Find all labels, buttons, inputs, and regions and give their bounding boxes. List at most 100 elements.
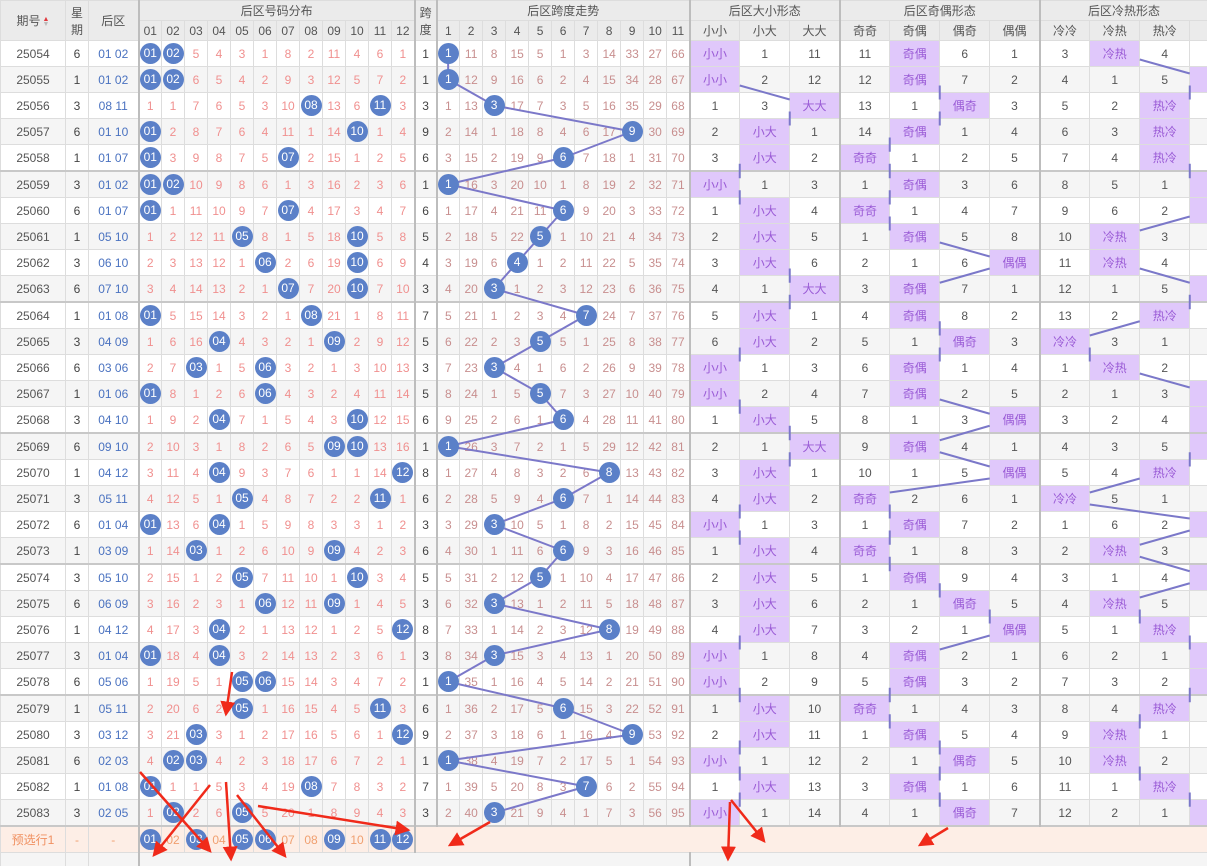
back-numbers-cell: 09 10 [88,432,139,460]
ch-cell-cut [1189,118,1207,145]
preselect-ball-selected[interactable]: 06 [254,829,276,850]
trend-cell: 21 [597,223,622,250]
number-ball: 06 [254,383,276,404]
trend-cell: 1 [620,144,645,172]
dist-cell: 18 [322,223,346,250]
column-header-issue[interactable]: 期号▲▼ [0,0,66,41]
dist-col-header: 11 [368,20,392,41]
dist-cell: 1 [299,799,323,827]
dist-cell: 03 [184,537,208,565]
dist-cell: 01 [137,66,162,93]
dist-cell: 11 [299,590,323,617]
preselect-number-cell[interactable]: 10 [345,825,369,853]
preselect-ball-selected[interactable]: 01 [140,829,161,850]
trend-cell: 9 [482,66,507,93]
trend-cell: 9 [528,144,553,172]
preselect-number-cell[interactable]: 09 [322,825,346,853]
ch-cell-cut [1189,66,1207,93]
dist-cell: 01 [137,170,162,198]
oe-cell: 奇奇 [838,485,891,512]
oe-group-header: 后区奇偶形态 [838,0,1041,21]
span-cell: 1 [413,668,438,696]
preselect-ball-selected[interactable]: 09 [323,829,345,850]
ch-cell: 热冷 [1139,773,1191,800]
preselect-number-cell[interactable]: 04 [207,825,231,853]
trend-cell: 5 [597,590,622,617]
trend-cell: 19 [505,144,530,172]
dist-cell: 1 [207,485,231,512]
ch-cell: 1 [1139,170,1191,198]
dist-cell: 8 [184,118,208,145]
trend-cell: 4 [551,118,576,145]
ch-cell-cut [1189,694,1207,722]
dist-cell: 03 [184,721,208,748]
trend-cell: 8 [574,511,599,538]
empty-cell [65,852,89,866]
ch-cell-cut [1189,380,1207,407]
preselect-ball-selected[interactable]: 12 [392,829,414,850]
oe-cell: 1 [989,485,1041,512]
dist-cell: 6 [253,537,277,565]
issue-cell: 25056 [0,92,66,119]
ch-cell-cut [1189,721,1207,748]
ch-cell: 5 [1139,66,1191,93]
size-cell: 小小 [688,642,741,669]
preselect-number-cell[interactable]: 03 [184,825,208,853]
ch-cell-cut [1189,223,1207,250]
trend-cell: 6 [482,249,507,276]
dist-cell: 1 [253,40,277,67]
trend-cell: 10 [574,563,599,591]
issue-cell: 25075 [0,590,66,617]
issue-cell: 25064 [0,301,66,329]
number-ball: 01 [140,121,161,142]
dist-col-header: 08 [299,20,323,41]
dist-cell: 12 [184,223,208,250]
dist-cell: 1 [137,537,162,565]
preselect-ball-selected[interactable]: 03 [185,829,207,850]
column-header-back: 后区 [88,0,139,41]
ch-cell: 3 [1139,537,1191,565]
trend-cell: 1 [435,66,461,93]
dist-cell: 2 [184,406,208,434]
size-cell: 1 [739,432,791,460]
ch-cell: 1 [1089,380,1141,407]
number-ball: 08 [300,776,322,797]
span-cell: 6 [413,485,438,512]
preselect-number-cell[interactable]: 07 [276,825,300,853]
size-cell: 小大 [739,301,791,329]
dist-cell: 9 [345,799,369,827]
ch-cell: 热冷 [1139,118,1191,145]
dist-cell: 5 [230,92,254,119]
dist-cell: 01 [137,40,162,67]
preselect-number-cell[interactable]: 12 [390,825,416,853]
preselect-number-cell[interactable]: 05 [230,825,254,853]
back-numbers-cell: 03 12 [88,721,139,748]
sort-icon[interactable]: ▲▼ [42,15,50,28]
dist-cell: 8 [230,432,254,460]
span-ball: 1 [438,436,459,457]
preselect-ball-selected[interactable]: 05 [231,829,253,850]
preselect-number-cell[interactable]: 08 [299,825,323,853]
dist-cell: 2 [345,170,369,198]
dist-cell: 4 [184,459,208,486]
trend-cell: 1 [482,380,507,407]
oe-cell: 3 [989,694,1041,722]
preselect-ball-selected[interactable]: 11 [369,829,391,850]
trend-cell: 8 [482,40,507,67]
span-cell: 5 [413,328,438,355]
dist-cell: 5 [276,406,300,434]
ch-cell-cut [1189,511,1207,538]
preselect-number-cell[interactable]: 11 [368,825,392,853]
preselect-number-cell[interactable]: 02 [161,825,185,853]
week-cell: 1 [65,223,89,250]
trend-cell: 56 [643,799,668,827]
oe-cell: 1 [889,459,941,486]
ch-cell: 2 [1089,406,1141,434]
dist-cell: 1 [207,354,231,381]
dist-cell: 5 [184,40,208,67]
preselect-number-cell[interactable]: 06 [253,825,277,853]
preselect-number-cell[interactable]: 01 [137,825,162,853]
